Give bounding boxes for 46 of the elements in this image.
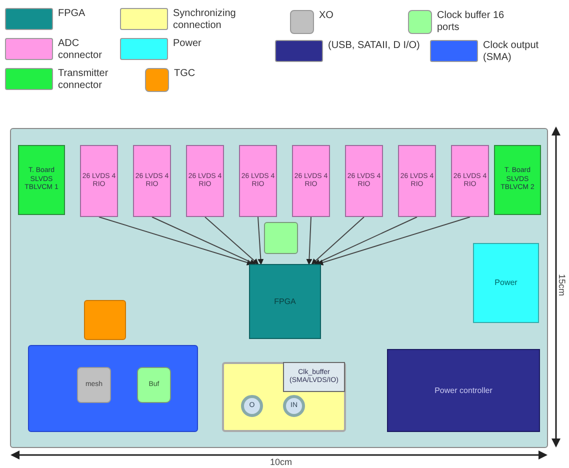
- adc-connector: [239, 145, 277, 217]
- synchronizing-connection: [222, 362, 346, 432]
- sma-connector: [283, 395, 305, 417]
- adc-connector: [292, 145, 330, 217]
- arrow: [152, 216, 256, 265]
- arrow: [98, 216, 253, 266]
- arrow: [314, 216, 418, 265]
- clock-buffer: [137, 367, 171, 403]
- adc-connector: [133, 145, 171, 217]
- arrow: [258, 216, 264, 265]
- clock-output-panel: [28, 345, 198, 432]
- fpga-chip: [249, 264, 321, 339]
- legend-label: Synchronizing connection: [173, 8, 237, 31]
- power-module: [473, 243, 539, 323]
- card-background: [10, 128, 548, 448]
- legend-label: FPGA: [58, 8, 86, 20]
- tgc-module: [84, 300, 126, 340]
- sma-connector: [241, 395, 263, 417]
- adc-connector: [398, 145, 436, 217]
- oscillator: [77, 367, 111, 403]
- legend-label: TGC: [174, 68, 196, 80]
- node-label: FPGA: [273, 296, 297, 308]
- transmitter-connector: [494, 145, 541, 215]
- legend-label: Clock output (SMA): [483, 40, 540, 63]
- clock-buffer: [283, 362, 345, 392]
- dimension-label: 15cm: [557, 274, 567, 296]
- arrow: [204, 216, 259, 265]
- legend-label: (USB, SATAII, D I/O): [328, 40, 420, 52]
- legend-label: Transmitter connector: [58, 68, 110, 91]
- node-label: Power controller: [434, 384, 494, 396]
- transmitter-connector: [18, 145, 65, 215]
- legend-label: Power: [173, 38, 202, 50]
- node-label: Power: [494, 277, 518, 289]
- arrow: [311, 216, 364, 265]
- io-controller: [387, 349, 540, 432]
- adc-connector: [80, 145, 118, 217]
- legend-label: XO: [319, 10, 334, 22]
- adc-connector: [345, 145, 383, 217]
- legend-label: Clock buffer 16 ports: [437, 10, 506, 33]
- arrow: [306, 216, 312, 265]
- adc-connector: [451, 145, 489, 217]
- dimension-label: 10cm: [270, 457, 292, 467]
- adc-connector: [186, 145, 224, 217]
- arrow: [317, 216, 470, 266]
- clock-buffer: [264, 222, 298, 254]
- legend-label: ADC connector: [58, 38, 103, 61]
